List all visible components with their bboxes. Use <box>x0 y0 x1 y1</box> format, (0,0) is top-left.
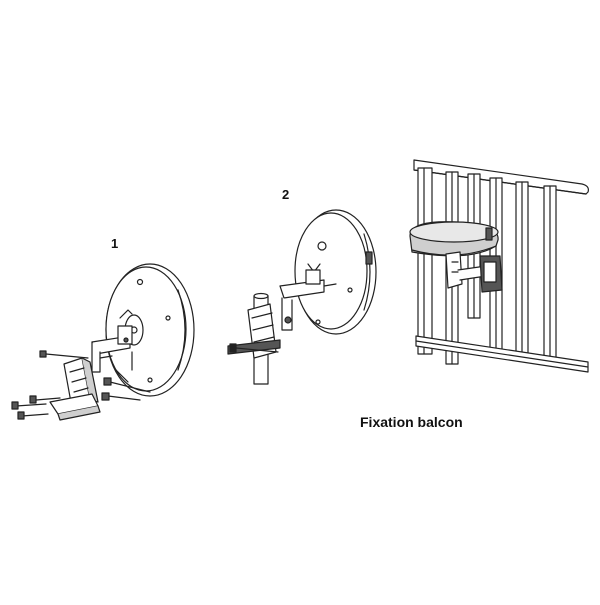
mount-arm-1 <box>92 310 132 372</box>
caption-balcony-mount: Fixation balcon <box>360 414 463 430</box>
dish-antenna-3 <box>410 222 498 256</box>
dish-antenna-1 <box>106 264 194 396</box>
mount-arm-2 <box>280 264 336 330</box>
pole-clamp <box>228 304 280 358</box>
wall-bracket <box>50 358 100 420</box>
dish-antenna-2 <box>295 210 376 334</box>
wall-mount-assembly <box>12 264 194 420</box>
screws-1 <box>12 351 150 419</box>
step-label-2: 2 <box>282 187 290 202</box>
step-label-1: 1 <box>111 236 119 251</box>
pole-mount-assembly <box>228 210 376 384</box>
railing-bracket <box>446 252 502 292</box>
balcony-railing-assembly <box>410 160 588 372</box>
